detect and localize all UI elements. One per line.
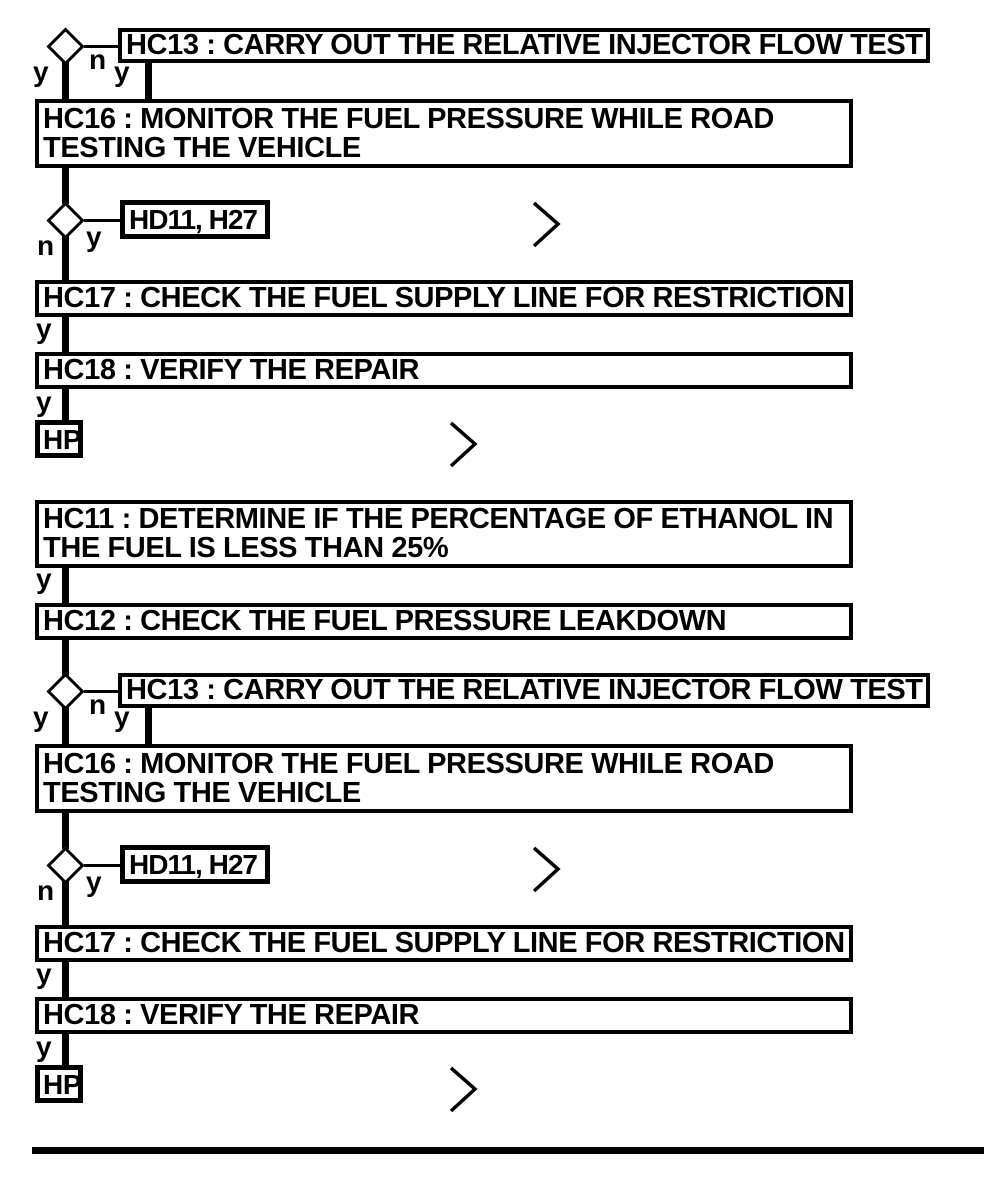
process-box-hc17-text: HC17 : CHECK THE FUEL SUPPLY LINE FOR RE… — [43, 927, 845, 959]
terminal-box-hp-text: HP — [43, 1068, 82, 1100]
process-box-hc13-text: HC13 : CARRY OUT THE RELATIVE INJECTOR F… — [126, 674, 923, 706]
process-box-hc18: HC18 : VERIFY THE REPAIR — [35, 352, 853, 389]
process-box-hc16-text-line1: HC16 : MONITOR THE FUEL PRESSURE WHILE R… — [43, 102, 774, 135]
process-box-hc17: HC17 : CHECK THE FUEL SUPPLY LINE FOR RE… — [35, 280, 853, 317]
branch-label-yes: y — [33, 701, 49, 732]
process-box-hc13: HC13 : CARRY OUT THE RELATIVE INJECTOR F… — [118, 673, 930, 708]
branch-label-yes: y — [86, 221, 102, 252]
branch-label-no: n — [37, 230, 55, 261]
connector-line — [62, 811, 69, 849]
branch-label-no: n — [89, 689, 107, 720]
process-box-hc11-text-line1: HC11 : DETERMINE IF THE PERCENTAGE OF ET… — [43, 503, 834, 535]
connector-line — [62, 62, 69, 100]
branch-label-yes: y — [36, 386, 52, 417]
process-box-hc16: HC16 : MONITOR THE FUEL PRESSURE WHILE R… — [35, 99, 853, 168]
connector-line — [62, 960, 69, 997]
reference-box-hd11-text: HD11, H27 — [129, 204, 258, 235]
connector-line — [145, 61, 152, 101]
terminal-box-hp: HP — [35, 420, 83, 458]
branch-label-yes: y — [36, 1031, 52, 1062]
connector-line — [62, 387, 69, 421]
connector-line — [84, 690, 120, 693]
process-box-hc17-text: HC17 : CHECK THE FUEL SUPPLY LINE FOR RE… — [43, 282, 845, 314]
branch-label-yes: y — [33, 56, 49, 87]
connector-line — [62, 1032, 69, 1066]
branch-label-yes: y — [86, 866, 102, 897]
connector-line — [84, 45, 120, 48]
connector-line — [145, 706, 152, 746]
continue-chevron-icon — [449, 421, 478, 468]
terminal-box-hp-text: HP — [43, 423, 82, 455]
connector-line — [62, 638, 69, 678]
process-box-hc16-text-line1: HC16 : MONITOR THE FUEL PRESSURE WHILE R… — [43, 747, 774, 780]
process-box-hc16-text-line2: TESTING THE VEHICLE — [43, 131, 361, 164]
process-box-hc17: HC17 : CHECK THE FUEL SUPPLY LINE FOR RE… — [35, 925, 853, 962]
process-box-hc12-text: HC12 : CHECK THE FUEL PRESSURE LEAKDOWN — [43, 605, 727, 637]
process-box-hc13: HC13 : CARRY OUT THE RELATIVE INJECTOR F… — [118, 28, 930, 63]
continue-chevron-icon — [532, 201, 561, 248]
process-box-hc18-text: HC18 : VERIFY THE REPAIR — [43, 999, 420, 1031]
continue-chevron-icon — [449, 1066, 478, 1113]
continue-chevron-icon — [532, 846, 561, 893]
connector-line — [62, 566, 69, 604]
process-box-hc13-text: HC13 : CARRY OUT THE RELATIVE INJECTOR F… — [126, 29, 923, 61]
page-divider-rule — [32, 1147, 984, 1154]
process-box-hc18-text: HC18 : VERIFY THE REPAIR — [43, 354, 420, 386]
connector-line — [62, 881, 69, 925]
branch-label-yes: y — [114, 56, 130, 87]
process-box-hc16: HC16 : MONITOR THE FUEL PRESSURE WHILE R… — [35, 744, 853, 813]
decision-diamond — [46, 27, 85, 66]
connector-line — [84, 219, 122, 222]
connector-line — [84, 864, 122, 867]
process-box-hc11: HC11 : DETERMINE IF THE PERCENTAGE OF ET… — [35, 500, 853, 568]
terminal-box-hp: HP — [35, 1065, 83, 1103]
process-box-hc16-text-line2: TESTING THE VEHICLE — [43, 776, 361, 809]
reference-box-hd11-text: HD11, H27 — [129, 849, 258, 880]
branch-label-no: n — [37, 875, 55, 906]
connector-line — [62, 166, 69, 204]
reference-box-hd11: HD11, H27 — [120, 845, 270, 884]
process-box-hc11-text-line2: THE FUEL IS LESS THAN 25% — [43, 532, 449, 564]
branch-label-yes: y — [114, 701, 130, 732]
connector-line — [62, 236, 69, 280]
branch-label-yes: y — [36, 958, 52, 989]
decision-diamond — [46, 672, 85, 711]
process-box-hc18: HC18 : VERIFY THE REPAIR — [35, 997, 853, 1034]
reference-box-hd11: HD11, H27 — [120, 200, 270, 239]
branch-label-yes: y — [36, 313, 52, 344]
branch-label-no: n — [89, 44, 107, 75]
process-box-hc12: HC12 : CHECK THE FUEL PRESSURE LEAKDOWN — [35, 603, 853, 640]
connector-line — [62, 315, 69, 352]
connector-line — [62, 707, 69, 745]
branch-label-yes: y — [36, 563, 52, 594]
